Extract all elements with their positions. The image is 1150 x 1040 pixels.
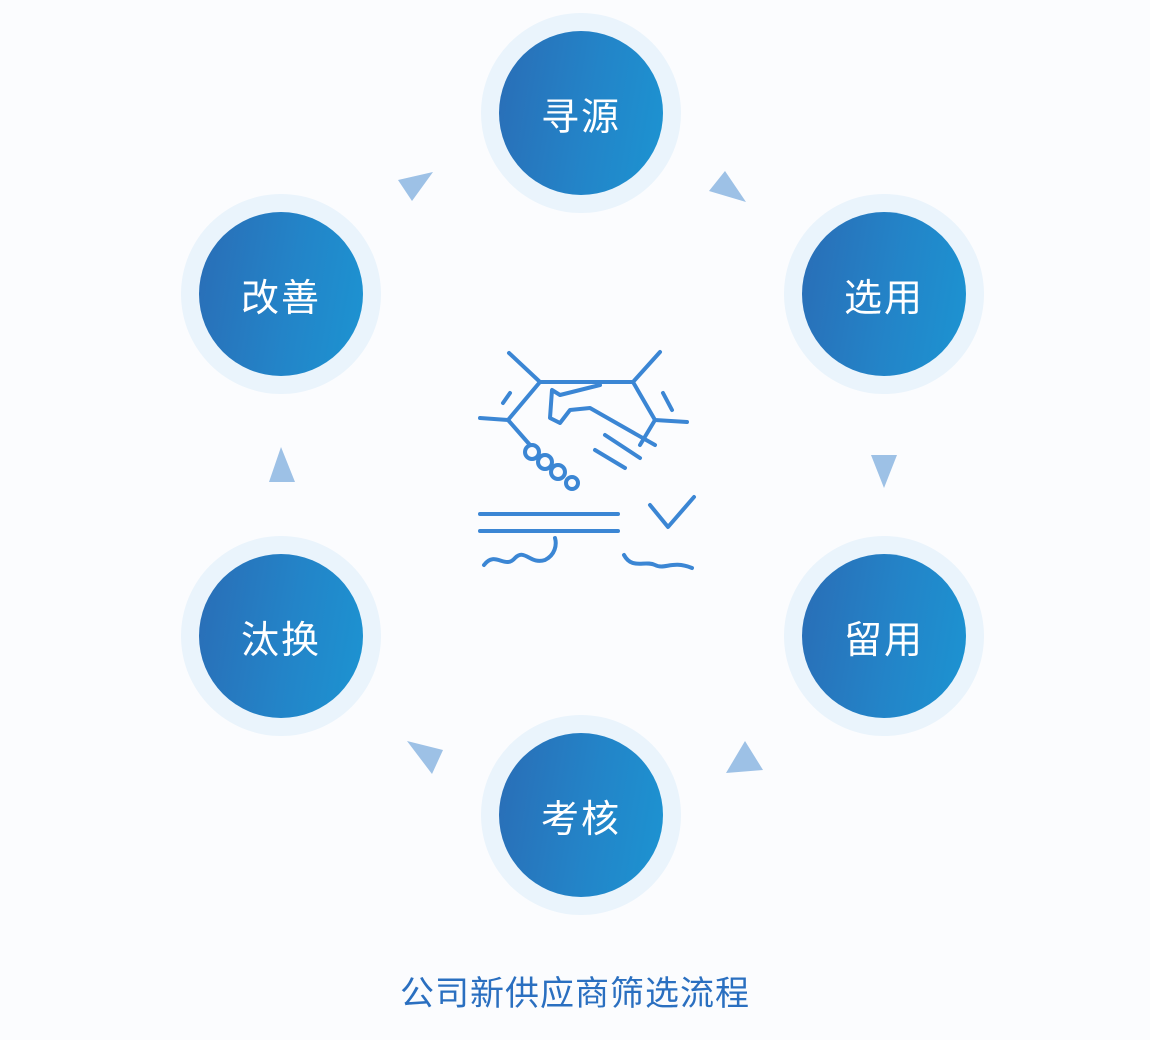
arrow-icon: [407, 741, 443, 774]
arrow-icon: [398, 172, 433, 201]
arrow-icon: [709, 171, 746, 202]
step-label: 留用: [802, 554, 966, 718]
step-sourcing: 寻源: [481, 13, 681, 213]
step-elimination: 汰换: [181, 536, 381, 736]
step-retention: 留用: [784, 536, 984, 736]
step-assessment: 考核: [481, 715, 681, 915]
step-label: 汰换: [199, 554, 363, 718]
step-selection: 选用: [784, 194, 984, 394]
step-improvement: 改善: [181, 194, 381, 394]
arrow-icon: [269, 447, 295, 482]
step-label: 选用: [802, 212, 966, 376]
step-label: 寻源: [499, 31, 663, 195]
arrow-icon: [726, 741, 763, 773]
arrow-icon: [871, 455, 897, 488]
handshake-contract-icon: [478, 350, 696, 570]
step-label: 考核: [499, 733, 663, 897]
diagram-title: 公司新供应商筛选流程: [400, 974, 750, 1014]
step-label: 改善: [199, 212, 363, 376]
